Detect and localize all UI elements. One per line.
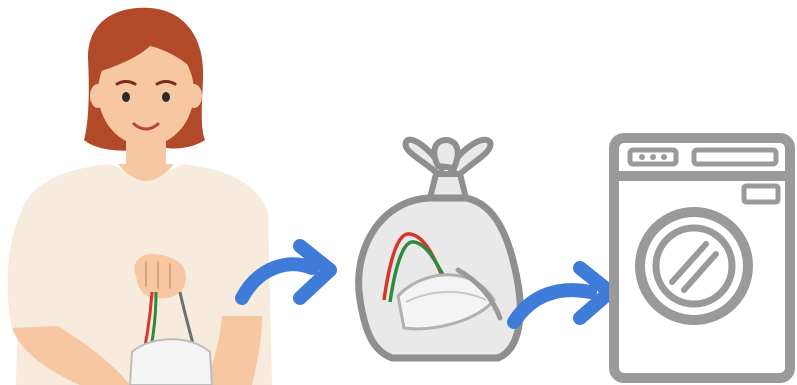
eye-right [162, 92, 170, 102]
ear-left [90, 84, 106, 108]
machine-indicator-1 [639, 154, 645, 160]
mask-held [130, 339, 212, 385]
bag-neck [430, 174, 466, 198]
washing-machine-icon [614, 138, 790, 378]
ear-right [186, 84, 202, 108]
machine-detergent-drawer [744, 186, 778, 202]
person-holding-mask-icon [8, 8, 272, 385]
machine-dial-bar [694, 150, 776, 164]
machine-door-inner [656, 228, 732, 304]
arrow-right-icon [514, 268, 610, 322]
eye-left [122, 92, 130, 102]
machine-indicator-2 [650, 154, 656, 160]
machine-indicator-3 [661, 154, 667, 160]
tied-plastic-bag-with-mask-icon [359, 140, 521, 358]
bag-tie-top [434, 140, 457, 168]
